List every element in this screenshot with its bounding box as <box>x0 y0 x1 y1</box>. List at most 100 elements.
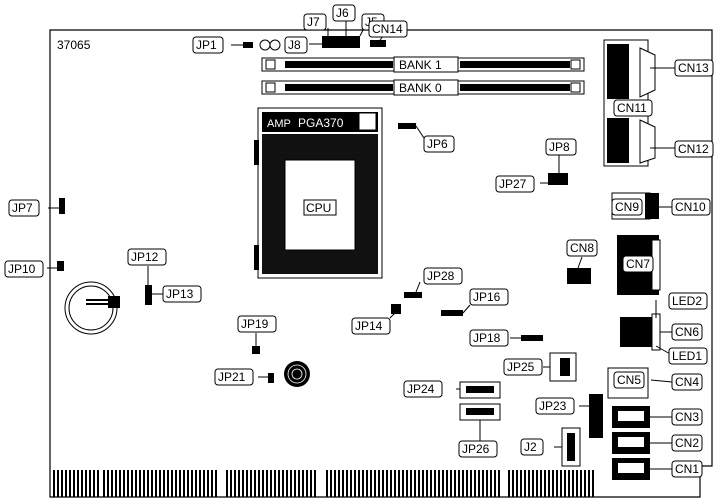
edge-pin <box>151 470 153 497</box>
edge-pin <box>564 470 566 497</box>
label-text-jp7: JP7 <box>12 201 33 215</box>
edge-pin <box>266 470 268 497</box>
edge-pin <box>254 470 256 497</box>
edge-pin <box>548 470 550 497</box>
label-text-cn6: CN6 <box>675 325 699 339</box>
label-cn6: CN6 <box>671 323 703 341</box>
socket-name: PGA370 <box>298 116 344 130</box>
edge-pin <box>85 470 87 497</box>
edge-pin <box>230 470 232 497</box>
edge-pin <box>314 470 316 497</box>
cpu-label: CPU <box>306 201 331 215</box>
edge-pin <box>234 470 236 497</box>
label-jp25: JP25 <box>503 358 543 376</box>
label-j6: J6 <box>332 4 356 22</box>
edge-pin <box>342 470 344 497</box>
edge-pin <box>334 470 336 497</box>
label-jp19: JP19 <box>237 315 277 333</box>
label-text-jp1: JP1 <box>196 38 217 52</box>
edge-pin <box>211 470 213 497</box>
edge-pin <box>430 470 432 497</box>
edge-pin <box>278 470 280 497</box>
label-jp7: JP7 <box>8 199 40 217</box>
edge-pin <box>588 470 590 497</box>
edge-pin <box>568 470 570 497</box>
label-cn11: CN11 <box>613 99 653 117</box>
edge-pin <box>258 470 260 497</box>
label-text-jp23: JP23 <box>539 399 567 413</box>
edge-pin <box>418 470 420 497</box>
edge-pin <box>330 470 332 497</box>
label-text-jp25: JP25 <box>507 360 535 374</box>
label-text-jp10: JP10 <box>8 262 36 276</box>
edge-pin <box>540 470 542 497</box>
edge-pin <box>326 470 328 497</box>
edge-pin <box>298 470 300 497</box>
power-headers <box>459 352 581 467</box>
edge-pin <box>155 470 157 497</box>
edge-pin <box>462 470 464 497</box>
label-jp16: JP16 <box>469 288 509 306</box>
edge-pin <box>143 470 145 497</box>
edge-pin <box>426 470 428 497</box>
label-cn5: CN5 <box>613 371 645 389</box>
buzzer-icon <box>284 361 310 387</box>
label-j2: J2 <box>520 438 544 456</box>
label-text-jp21: JP21 <box>218 370 246 384</box>
edge-pin <box>584 470 586 497</box>
edge-pin <box>382 470 384 497</box>
label-jp24: JP24 <box>403 380 443 398</box>
edge-pin <box>410 470 412 497</box>
label-text-jp16: JP16 <box>473 290 501 304</box>
edge-pin <box>270 470 272 497</box>
edge-pin <box>528 470 530 497</box>
edge-pin <box>560 470 562 497</box>
label-text-cn1: CN1 <box>675 462 699 476</box>
edge-pin <box>470 470 472 497</box>
label-cn4: CN4 <box>671 373 703 391</box>
edge-pin <box>191 470 193 497</box>
edge-pin <box>290 470 292 497</box>
edge-pin <box>123 470 125 497</box>
memory-bank-0: BANK 0 <box>261 79 585 96</box>
edge-pin <box>414 470 416 497</box>
edge-pin <box>482 470 484 497</box>
edge-pin <box>486 470 488 497</box>
label-jp18: JP18 <box>469 329 509 347</box>
label-cn7: CN7 <box>622 255 654 273</box>
label-jp1: JP1 <box>192 36 224 54</box>
edge-pin <box>556 470 558 497</box>
edge-pin <box>57 470 59 497</box>
edge-pin <box>446 470 448 497</box>
edge-pin <box>167 470 169 497</box>
edge-pin <box>163 470 165 497</box>
edge-pin <box>215 470 217 497</box>
label-text-cn9: CN9 <box>615 200 639 214</box>
label-jp21: JP21 <box>214 368 254 386</box>
label-text-cn12: CN12 <box>678 142 709 156</box>
edge-pin <box>592 470 594 497</box>
edge-pin <box>498 470 500 497</box>
label-jp8: JP8 <box>545 138 577 156</box>
edge-pin <box>65 470 67 497</box>
edge-pin <box>274 470 276 497</box>
label-text-cn2: CN2 <box>675 436 699 450</box>
edge-pin <box>442 470 444 497</box>
edge-pin <box>135 470 137 497</box>
edge-pin <box>171 470 173 497</box>
edge-pin <box>580 470 582 497</box>
leader-lines <box>47 21 675 470</box>
label-text-cn4: CN4 <box>675 375 699 389</box>
label-jp12: JP12 <box>127 248 167 266</box>
edge-pin <box>394 470 396 497</box>
edge-connector <box>53 470 594 497</box>
memory-bank-1: BANK 1 <box>261 56 585 73</box>
edge-pin <box>508 470 510 497</box>
edge-pin <box>474 470 476 497</box>
edge-pin <box>286 470 288 497</box>
label-text-jp28: JP28 <box>427 269 455 283</box>
label-led2: LED2 <box>668 292 708 310</box>
label-jp13: JP13 <box>162 285 202 303</box>
edge-pin <box>61 470 63 497</box>
